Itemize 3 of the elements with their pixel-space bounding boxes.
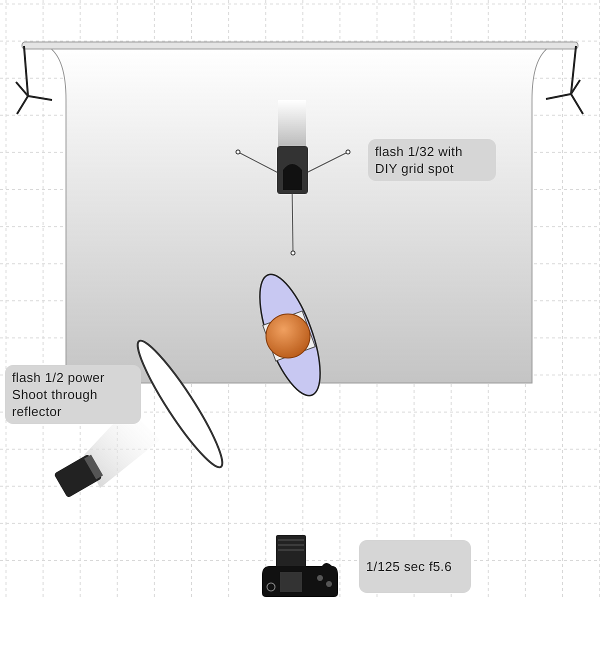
setting-note: flash 1/32 with DIY grid spot [368, 139, 496, 181]
setting-note: 1/125 sec f5.6 [359, 540, 471, 593]
setting-note: flash 1/2 power Shoot through reflector [5, 365, 141, 424]
